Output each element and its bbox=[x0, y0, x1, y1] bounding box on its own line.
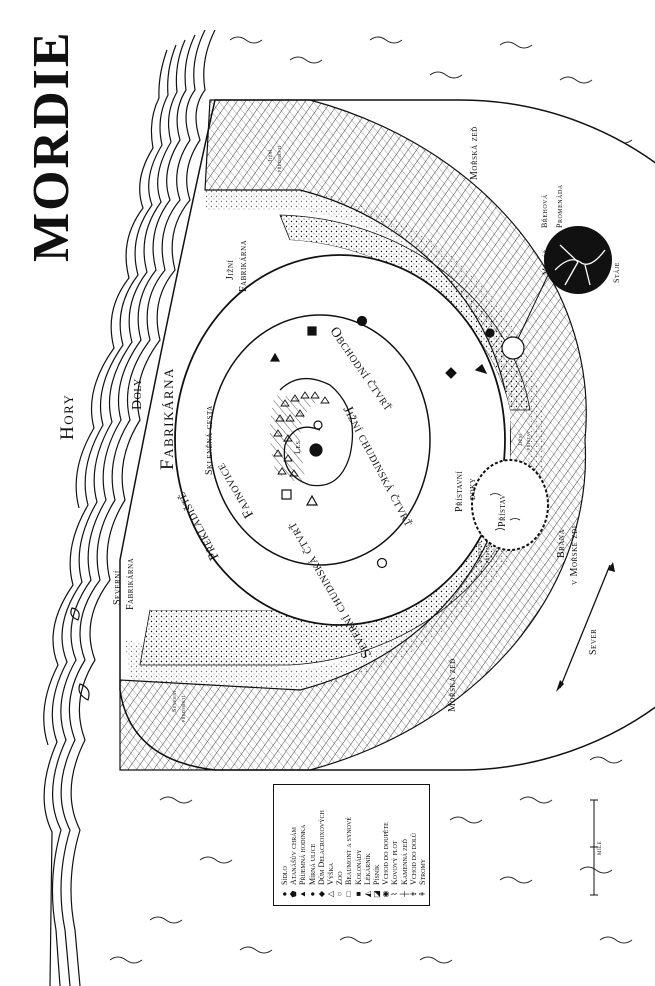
label-manez: Manéž bbox=[541, 249, 550, 275]
legend-label: Stromy bbox=[418, 858, 427, 885]
legend-item: ⬟ Atanášův chrám bbox=[289, 827, 298, 899]
legend-symbol-icon: ◪ bbox=[372, 890, 381, 898]
label-fabrikarna: Fabrikárna bbox=[157, 367, 178, 470]
legend-item: ■ Kolonády bbox=[354, 850, 363, 899]
map-legend: ● Sídlo⬟ Atanášův chrám ▲ Příjemná hodinka ● M… bbox=[273, 784, 430, 906]
legend-item: ◆ Dům Delacroixových bbox=[317, 810, 326, 899]
inner-district-ring bbox=[209, 314, 431, 566]
legend-symbol-icon: ○ bbox=[335, 891, 345, 897]
legend-label: Vchod do dolů bbox=[408, 832, 418, 885]
legend-label: Příjemná hodinka bbox=[298, 824, 308, 885]
legend-item: ◪ Písník bbox=[372, 865, 381, 899]
legend-label: Výška bbox=[326, 862, 335, 885]
label-jizni-predmesti-1: Jižní bbox=[268, 149, 274, 162]
legend-symbol-icon: □ bbox=[344, 891, 354, 897]
legend-symbol-icon: ◉ bbox=[381, 890, 391, 898]
label-sklenena-cesta: Skleněná cesta bbox=[204, 405, 215, 475]
label-pristavni-doky-2: doky bbox=[467, 477, 478, 500]
legend-item: ◭ Lékárník bbox=[363, 853, 372, 899]
label-morska-zed-top: Mořská zeď bbox=[469, 126, 480, 180]
legend-symbol-icon: △ bbox=[326, 890, 335, 898]
label-mile: míle bbox=[595, 840, 603, 855]
legend-symbol-icon: ▲ bbox=[298, 890, 308, 898]
label-jizni-pristav-2: přístav bbox=[526, 430, 532, 450]
legend-symbol-icon: ◭ bbox=[362, 890, 372, 898]
label-les: Les bbox=[293, 440, 302, 454]
legend-label: Zoo bbox=[335, 871, 345, 885]
legend-label: Vchod do doupěte bbox=[381, 822, 391, 885]
forest-trees bbox=[273, 391, 330, 477]
legend-symbol-icon: ⇟ bbox=[408, 890, 418, 898]
north-arrow bbox=[559, 564, 611, 689]
scale-bar bbox=[590, 799, 598, 896]
label-severni-fabrikarna-1: Severní bbox=[112, 570, 123, 605]
legend-label: Atanášův chrám bbox=[289, 827, 299, 885]
legend-label: Lékárník bbox=[362, 853, 372, 885]
legend-label: Kovový plot bbox=[390, 840, 400, 885]
legend-symbol-icon: ● bbox=[307, 891, 317, 897]
legend-label: Sídlo bbox=[280, 866, 289, 885]
label-severni-pristav-1: Severní bbox=[477, 541, 483, 563]
label-hory: Hory bbox=[57, 393, 78, 440]
label-jizni-pristav-1: Jižní bbox=[518, 433, 524, 446]
legend-label: Kolonády bbox=[353, 849, 363, 885]
legend-label: Beaumont a synové bbox=[344, 817, 354, 885]
label-severni-predmesti-1: Severní bbox=[172, 690, 178, 712]
legend-item: ● Sídlo bbox=[280, 866, 289, 899]
legend-item: ○ Zoo bbox=[335, 871, 344, 899]
legend-label: Kamenná zeď bbox=[399, 839, 409, 885]
legend-label: Dům Delacroixových bbox=[316, 810, 326, 885]
label-morska-zed-bottom: Mořská zeď bbox=[447, 658, 458, 712]
legend-item: ⌇ Kovový plot bbox=[390, 841, 399, 899]
commercial-district-ring bbox=[174, 254, 506, 626]
label-staje: Stáje bbox=[612, 262, 621, 283]
label-severni-pristav-2: přístav bbox=[485, 543, 491, 563]
mountain-coastline bbox=[43, 29, 216, 986]
label-jizni-fabrikarna-2: Fabrikárna bbox=[238, 239, 249, 292]
legend-item: △ Výška bbox=[326, 863, 335, 899]
label-pristavni-doky-1: Přístavní bbox=[454, 470, 465, 512]
legend-item: ● Mírná ulice bbox=[308, 844, 317, 899]
label-pristav: Přístav bbox=[497, 494, 508, 527]
label-brana-1: Brána bbox=[556, 528, 567, 558]
label-brana-2: v Mořské zdi bbox=[569, 525, 580, 585]
label-jizni-fabrikarna-1: Jižní bbox=[225, 259, 236, 280]
legend-label: Písník bbox=[372, 864, 381, 885]
legend-item: ⇞ Stromy bbox=[418, 859, 427, 899]
label-severni-fabrikarna-2: Fabrikárna bbox=[125, 557, 136, 610]
legend-symbol-icon: ⬟ bbox=[289, 890, 299, 898]
label-jizni-predmesti-2: předměstí bbox=[277, 145, 283, 172]
legend-symbol-icon: ⌇ bbox=[390, 892, 400, 896]
map-markers bbox=[269, 315, 525, 569]
legend-item: ▲ Příjemná hodinka bbox=[298, 825, 307, 899]
legend-symbol-icon: ┼ bbox=[399, 891, 409, 897]
label-brehova-2: Promenáda bbox=[555, 184, 564, 228]
harbor-basin bbox=[471, 459, 549, 551]
label-brehova-1: Břehová bbox=[540, 194, 549, 228]
legend-item: ◉ Vchod do doupěte bbox=[381, 822, 390, 899]
legend-symbol-icon: ◆ bbox=[316, 890, 326, 898]
legend-symbol-icon: ● bbox=[280, 891, 289, 897]
legend-symbol-icon: ⇞ bbox=[418, 890, 427, 898]
legend-label: Mírná ulice bbox=[307, 843, 317, 885]
map-title: MORDIE bbox=[23, 30, 80, 262]
legend-item: ⇟ Vchod do dolů bbox=[409, 833, 418, 899]
label-doly: Doly bbox=[130, 378, 145, 410]
legend-item: □ Beaumont a synové bbox=[344, 817, 353, 899]
stables-circle bbox=[544, 226, 612, 294]
label-sever: Sever bbox=[588, 628, 599, 655]
legend-item: ┼ Kamenná zeď bbox=[400, 839, 409, 899]
label-severni-predmesti-2: předměstí bbox=[181, 695, 187, 722]
legend-symbol-icon: ■ bbox=[353, 891, 363, 897]
